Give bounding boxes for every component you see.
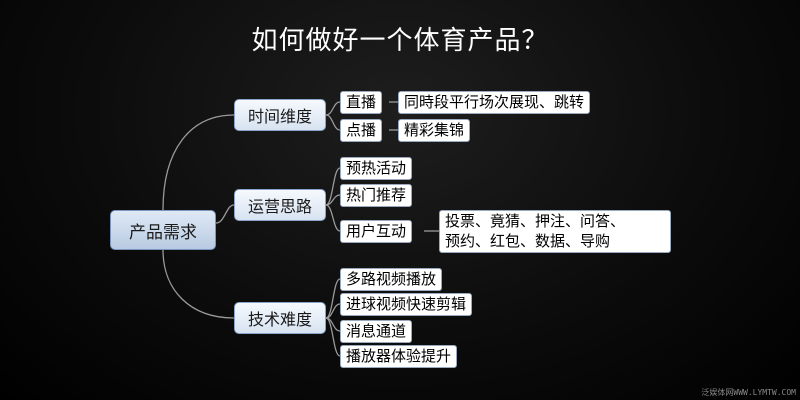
leaf-user-interaction: 用户互动 [340,220,413,243]
leaf-hot-recommend: 热门推荐 [340,184,413,207]
leaf-live-detail: 同時段平行场次展现、跳转 [398,91,591,114]
branch-tech-difficulty: 技术难度 [234,302,326,334]
leaf-user-interaction-detail: 投票、竟猜、押注、问答、 预约、红包、数据、导购 [439,210,671,253]
connector-root-to-ops [215,204,235,224]
connector-time-to-vod [325,114,341,131]
connector-ops-to-interact [325,204,341,232]
leaf-goal-clip-editing: 进球视频快速剪辑 [340,293,473,316]
connector-root-to-time [162,114,235,211]
leaf-live: 直播 [340,91,383,114]
connector-ops-to-hot [325,194,341,206]
connector-ops-to-warmup [325,167,341,206]
interaction-detail-line-1: 投票、竟猜、押注、问答、 [445,212,626,230]
watermark: 泛娱体网WWW.LYMTW.COM [701,388,796,397]
root-node: 产品需求 [110,210,216,250]
slide-title: 如何做好一个体育产品？ [251,26,549,56]
connector-tech-to-multistream [325,278,341,319]
branch-time-dimension: 时间维度 [234,99,326,131]
leaf-message-channel: 消息通道 [340,320,413,343]
leaf-vod-detail: 精彩集锦 [398,119,471,142]
branch-operations: 运营思路 [234,189,326,221]
connector-tech-to-player [325,317,341,357]
connector-root-to-tech [162,249,235,319]
interaction-detail-line-2: 预约、红包、数据、导购 [445,232,611,250]
leaf-multi-stream-playback: 多路视频播放 [340,268,443,291]
connector-time-to-live [325,101,341,116]
connector-tech-to-clip [325,303,341,319]
leaf-vod: 点播 [340,119,383,142]
leaf-warmup-activity: 预热活动 [340,157,413,180]
leaf-player-experience: 播放器体验提升 [340,345,458,368]
